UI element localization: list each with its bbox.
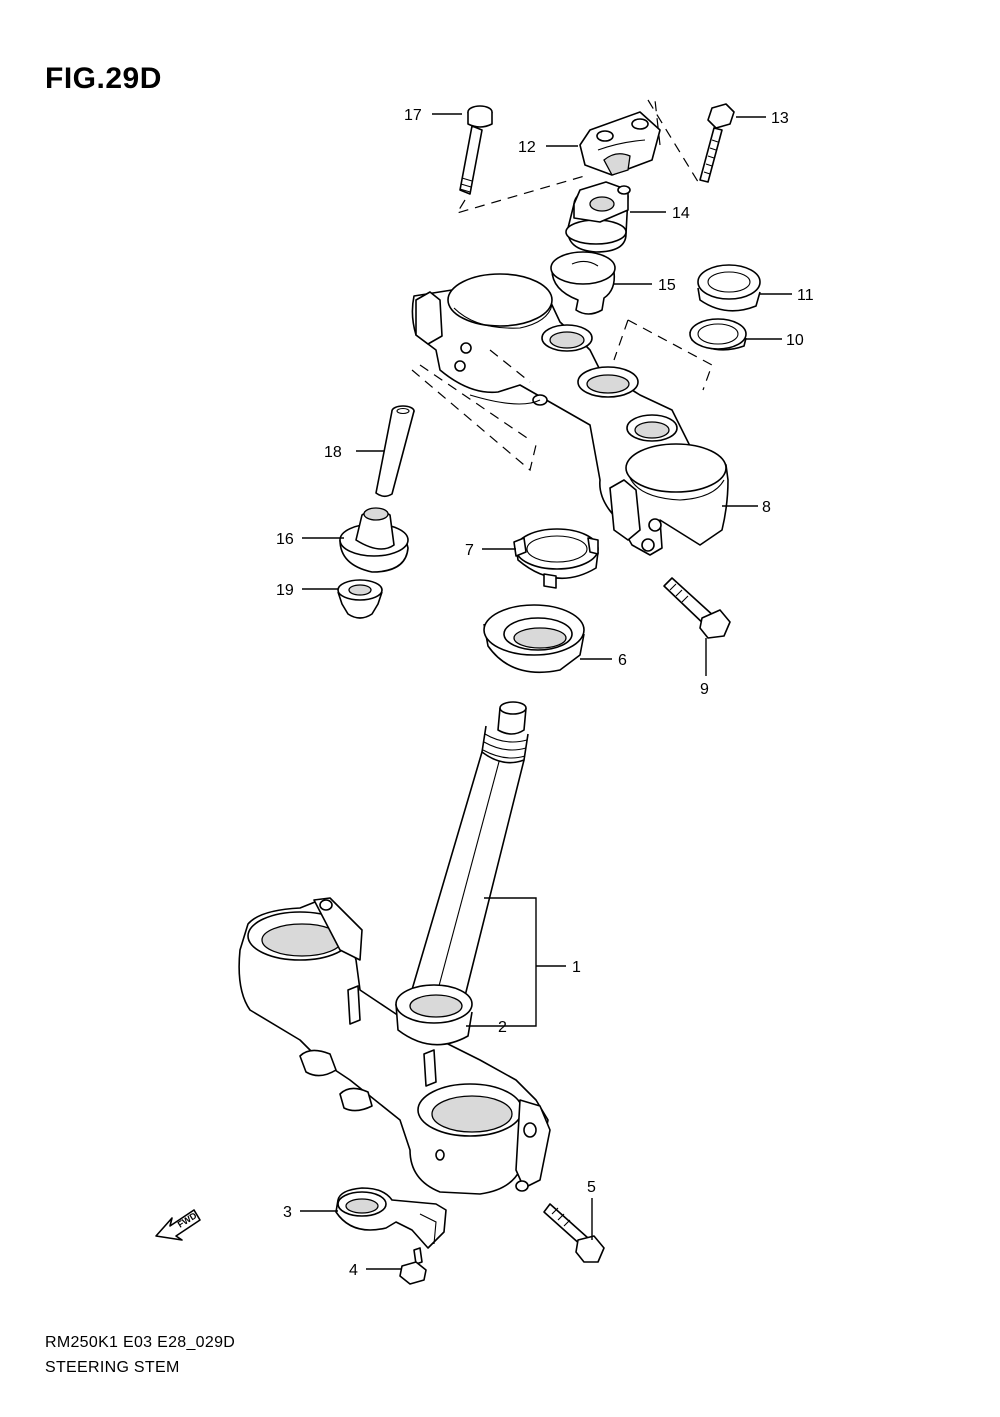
part-2-bearing [395,984,473,1046]
figure-title: FIG.29D [45,62,162,95]
part-18-pipe [375,405,415,498]
part-3-clamp [335,1187,447,1249]
callout-18: 18 [324,444,342,461]
dash-18 [411,364,537,472]
part-6-dust-seal [483,604,585,674]
callout-4: 4 [349,1262,358,1279]
part-15-cushion [550,251,616,315]
part-16-damper [339,507,409,573]
callout-17: 17 [404,107,422,124]
callout-13: 13 [771,110,789,127]
callout-numbers: 17 13 12 14 15 11 10 18 8 16 7 19 6 9 1 … [276,107,814,1279]
part-19-collar [337,579,383,619]
callout-12: 12 [518,139,536,156]
part-4-bolt [399,1247,427,1285]
callout-8: 8 [762,499,771,516]
part-7-stem-nut [513,528,599,589]
callout-9: 9 [700,681,709,698]
model-code: RM250K1 E03 E28_029D [45,1334,236,1351]
callout-14: 14 [672,205,690,222]
fwd-arrow-icon: FWD [155,1209,201,1241]
part-14-holder-lower [565,181,631,253]
part-11-nut [697,264,761,312]
callout-3: 3 [283,1204,292,1221]
part-12-holder-cap [579,111,661,176]
callout-5: 5 [587,1179,596,1196]
callout-leaders [300,113,792,1270]
dash-13 [647,99,701,186]
dash-17 [455,174,589,215]
part-5-bolt [543,1203,605,1263]
callout-15: 15 [658,277,676,294]
assembly-name: STEERING STEM [45,1359,180,1376]
part-1-steering-stem [238,701,551,1195]
part-9-bolt [663,577,731,639]
callout-2: 2 [498,1019,507,1036]
callout-6: 6 [618,652,627,669]
callout-19: 19 [276,582,294,599]
dash-10-11 [613,319,713,391]
callout-1: 1 [572,959,581,976]
callout-7: 7 [465,542,474,559]
part-8-upper-bracket [411,273,729,556]
callout-16: 16 [276,531,294,548]
callout-11: 11 [797,287,814,304]
part-13-bolt [699,103,735,183]
part-17-bolt [459,105,493,195]
callout-10: 10 [786,332,804,349]
part-10-washer [689,318,747,351]
